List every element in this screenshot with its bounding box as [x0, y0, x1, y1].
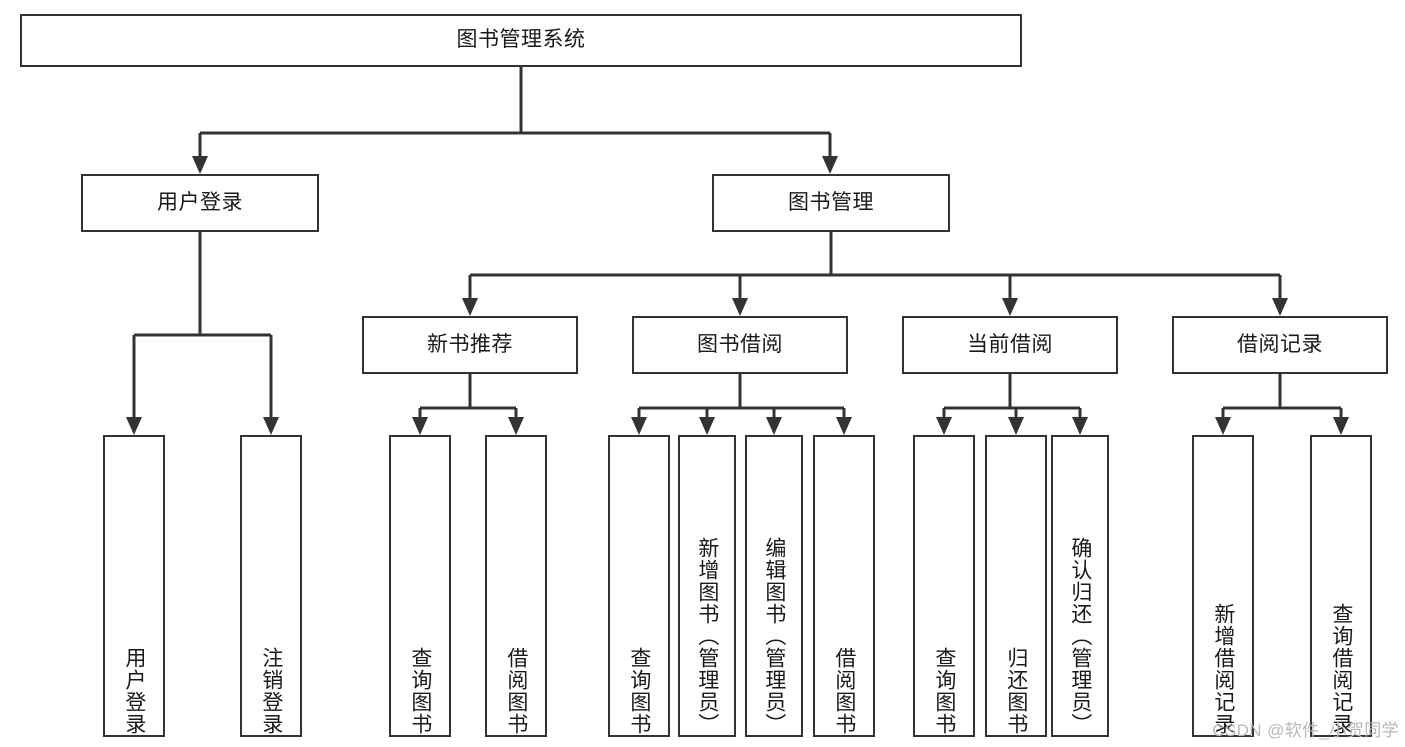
node-leaf-add-book-admin[interactable]: 新增图书（管理员） [678, 435, 736, 737]
user-login-split-arrow-1-head [263, 417, 279, 435]
new-book-split-arrow-0-head [412, 417, 428, 435]
node-label: 归还图书 [1004, 647, 1028, 735]
node-leaf-query-borrow-record[interactable]: 查询借阅记录 [1310, 435, 1372, 737]
node-label: 图书管理 [788, 190, 874, 214]
node-leaf-confirm-return-admin[interactable]: 确认归还（管理员） [1051, 435, 1109, 737]
node-leaf-logout[interactable]: 注销登录 [240, 435, 302, 737]
watermark-label: CSDN @软件_小贺同学 [1212, 721, 1399, 740]
borrow-record-split-arrow-1-head [1333, 417, 1349, 435]
node-book-borrow[interactable]: 图书借阅 [632, 316, 848, 374]
borrow-record-split-arrow-0-head [1215, 417, 1231, 435]
node-leaf-borrow-book-1[interactable]: 借阅图书 [485, 435, 547, 737]
node-label: 借阅图书 [832, 647, 856, 735]
node-label: 新增借阅记录 [1211, 603, 1235, 735]
node-label: 确认归还（管理员） [1068, 537, 1092, 735]
book-manage-split-arrow-1-head [732, 298, 748, 316]
user-login-split-arrow-0-head [126, 417, 142, 435]
node-label: 新增图书（管理员） [695, 537, 719, 735]
root-split-arrow-0-head [192, 156, 208, 174]
node-label: 图书管理系统 [456, 28, 586, 52]
node-label: 借阅图书 [504, 647, 528, 735]
node-leaf-query-book-2[interactable]: 查询图书 [608, 435, 670, 737]
node-label: 新书推荐 [427, 332, 513, 356]
node-borrow-record[interactable]: 借阅记录 [1172, 316, 1388, 374]
current-borrow-split-arrow-2-head [1072, 417, 1088, 435]
book-borrow-split-arrow-3-head [836, 417, 852, 435]
node-leaf-query-book-3[interactable]: 查询图书 [913, 435, 975, 737]
current-borrow-split-arrow-1-head [1008, 417, 1024, 435]
node-leaf-borrow-book-2[interactable]: 借阅图书 [813, 435, 875, 737]
book-borrow-split-arrow-2-head [766, 417, 782, 435]
node-leaf-query-book-1[interactable]: 查询图书 [389, 435, 451, 737]
node-label: 编辑图书（管理员） [762, 537, 786, 735]
book-borrow-split-arrow-1-head [699, 417, 715, 435]
node-label: 查询图书 [408, 647, 432, 735]
node-label: 用户登录 [122, 647, 146, 735]
node-label: 图书借阅 [697, 332, 783, 356]
node-label: 借阅记录 [1237, 332, 1323, 356]
node-new-book-recommend[interactable]: 新书推荐 [362, 316, 578, 374]
node-leaf-add-borrow-record[interactable]: 新增借阅记录 [1192, 435, 1254, 737]
book-borrow-split-arrow-0-head [631, 417, 647, 435]
node-leaf-return-book[interactable]: 归还图书 [985, 435, 1047, 737]
node-label: 注销登录 [259, 647, 283, 735]
node-book-manage[interactable]: 图书管理 [712, 174, 950, 232]
root-split-arrow-1-head [822, 156, 838, 174]
book-manage-split-arrow-0-head [462, 298, 478, 316]
node-label: 当前借阅 [967, 332, 1053, 356]
node-current-borrow[interactable]: 当前借阅 [902, 316, 1118, 374]
node-leaf-edit-book-admin[interactable]: 编辑图书（管理员） [745, 435, 803, 737]
node-label: 查询图书 [932, 647, 956, 735]
node-label: 查询图书 [627, 647, 651, 735]
node-label: 用户登录 [157, 190, 243, 214]
node-label: 查询借阅记录 [1329, 603, 1353, 735]
node-user-login[interactable]: 用户登录 [81, 174, 319, 232]
node-root[interactable]: 图书管理系统 [20, 14, 1022, 67]
new-book-split-arrow-1-head [508, 417, 524, 435]
book-manage-split-arrow-2-head [1002, 298, 1018, 316]
node-leaf-user-login[interactable]: 用户登录 [103, 435, 165, 737]
current-borrow-split-arrow-0-head [936, 417, 952, 435]
book-manage-split-arrow-3-head [1272, 298, 1288, 316]
